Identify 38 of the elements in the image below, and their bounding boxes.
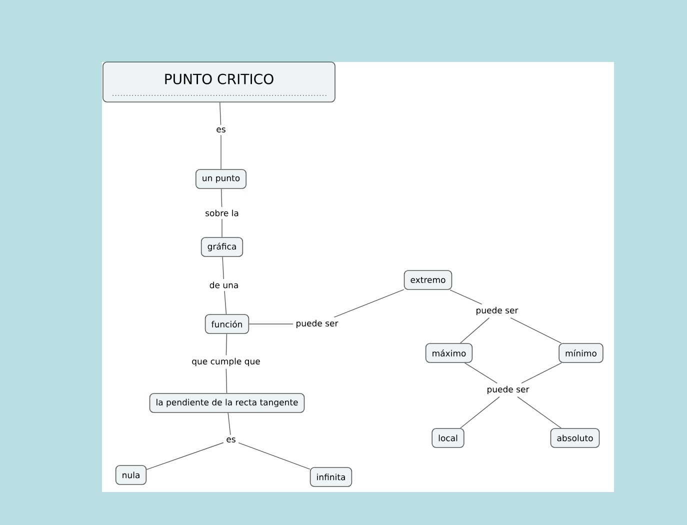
connector-line — [220, 102, 222, 126]
connector-line — [460, 396, 500, 428]
connector-line — [510, 317, 562, 344]
concept-box: absoluto — [550, 428, 600, 448]
concept-box: nula — [115, 465, 147, 485]
link-phrase: es — [214, 125, 228, 135]
connector-line — [460, 317, 490, 344]
connector-line — [521, 362, 562, 384]
connector-line — [222, 256, 224, 280]
link-phrase: sobre la — [202, 207, 242, 219]
connector-line — [226, 334, 228, 356]
connector-line — [226, 368, 228, 394]
link-phrase: puede ser — [473, 304, 521, 318]
connector-line — [238, 442, 310, 470]
connector-line — [334, 289, 404, 318]
connector-line — [228, 412, 231, 436]
link-phrase: que cumple que — [189, 355, 263, 369]
connector-line — [220, 188, 222, 208]
connector-line — [450, 290, 482, 305]
connector-line — [224, 290, 227, 314]
connector-line — [220, 134, 222, 170]
concept-box: extremo — [404, 270, 452, 290]
concept-box: un punto — [196, 169, 246, 189]
connector-line — [146, 442, 224, 470]
concept-box: infinita — [310, 467, 352, 487]
link-phrase: de una — [206, 279, 242, 291]
concept-box: función — [204, 314, 250, 334]
concept-box: gráfica — [200, 237, 244, 257]
link-phrase: es — [224, 435, 238, 445]
link-phrase: puede ser — [484, 383, 532, 397]
link-phrase: puede ser — [293, 317, 341, 331]
concept-box: local — [432, 428, 464, 448]
concept-box: la pendiente de la recta tangente — [149, 393, 305, 413]
concept-box: máximo — [425, 343, 473, 363]
title-box: PUNTO CRITICO — [102, 62, 336, 102]
connector-line — [464, 362, 498, 384]
concept-box: mínimo — [558, 343, 604, 363]
connector-line — [517, 396, 562, 428]
